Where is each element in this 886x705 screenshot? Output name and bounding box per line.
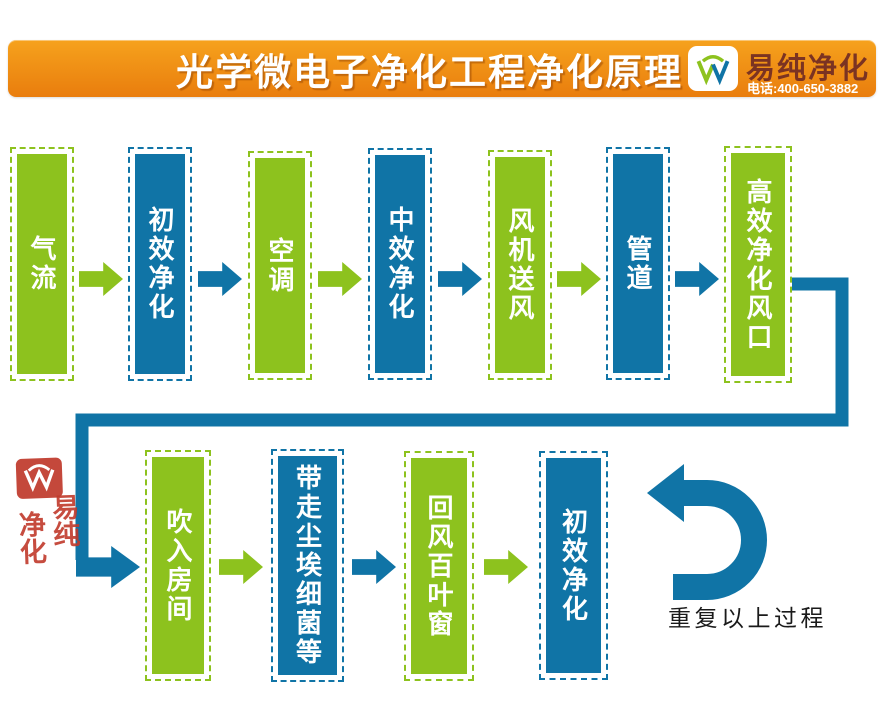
flow-step-fill: 气流 (17, 154, 67, 374)
flow-step-fan-supply: 风机送风 (488, 150, 552, 380)
flow-step-fill: 吹入房间 (152, 457, 204, 674)
flow-arrow-icon (198, 262, 242, 296)
stamp-text-left: 净化 (14, 510, 47, 566)
flow-step-label: 高效净化风口 (743, 177, 773, 352)
flow-step-label: 空调 (265, 236, 295, 295)
flow-step-label: 吹入房间 (163, 507, 193, 624)
flow-step-label: 回风百叶窗 (424, 493, 454, 639)
flow-step-air-conditioner: 空调 (248, 151, 312, 380)
repeat-note: 重复以上过程 (668, 605, 827, 631)
page-title: 光学微电子净化工程净化原理 (176, 51, 683, 93)
flow-step-duct: 管道 (606, 147, 670, 380)
flow-arrow-icon (484, 550, 528, 584)
flow-step-fill: 中效净化 (375, 155, 425, 373)
flow-arrow-icon (219, 550, 263, 584)
flow-step-fill: 空调 (255, 158, 305, 373)
flow-arrow-icon (438, 262, 482, 296)
flow-step-return-louver: 回风百叶窗 (404, 451, 474, 681)
logo-w-icon (696, 54, 730, 85)
flow-arrow-icon (318, 262, 362, 296)
flow-step-fill: 回风百叶窗 (411, 458, 467, 674)
flow-step-hepa-outlet: 高效净化风口 (724, 146, 792, 383)
flow-step-label: 气流 (27, 235, 57, 293)
stamp-w-icon (23, 464, 55, 492)
flow-arrow-icon (352, 550, 396, 584)
brand-logo (688, 46, 738, 91)
stamp-text-right: 易纯 (47, 492, 80, 548)
flow-step-label: 初效净化 (558, 507, 589, 624)
flow-step-blow-into-room: 吹入房间 (145, 450, 211, 681)
flow-step-primary-purification: 初效净化 (128, 147, 192, 381)
entry-arrow-icon (76, 546, 140, 588)
flow-step-label: 管道 (623, 234, 653, 293)
flow-step-label: 初效净化 (145, 206, 175, 322)
stamp-seal-icon (15, 457, 64, 500)
flow-step-fill: 初效净化 (546, 458, 601, 673)
flow-step-primary-purification-2: 初效净化 (539, 451, 608, 680)
flow-step-fill: 风机送风 (495, 157, 545, 373)
flow-step-fill: 高效净化风口 (731, 153, 785, 376)
flow-arrow-icon (557, 262, 601, 296)
brand-name: 易纯净化 (746, 53, 871, 85)
flow-step-fill: 带走尘埃细菌等 (278, 456, 337, 675)
flow-step-medium-purification: 中效净化 (368, 148, 432, 380)
flow-arrow-icon (79, 262, 123, 296)
flow-step-label: 带走尘埃细菌等 (292, 464, 323, 667)
flow-step-dust-removal: 带走尘埃细菌等 (271, 449, 344, 682)
repeat-loop-arrow-icon (647, 464, 767, 600)
flow-step-label: 中效净化 (385, 206, 415, 322)
phone-number: 电话:400-650-3882 (747, 81, 859, 96)
flow-step-airflow: 气流 (10, 147, 74, 381)
flow-step-label: 风机送风 (505, 207, 535, 323)
flow-step-fill: 管道 (613, 154, 663, 373)
brand-stamp: 易纯 净化 (9, 451, 84, 601)
flow-arrow-icon (675, 262, 719, 296)
header-banner: 光学微电子净化工程净化原理 易纯净化 电话:400-650-3882 (8, 40, 876, 97)
flow-step-fill: 初效净化 (135, 154, 185, 374)
